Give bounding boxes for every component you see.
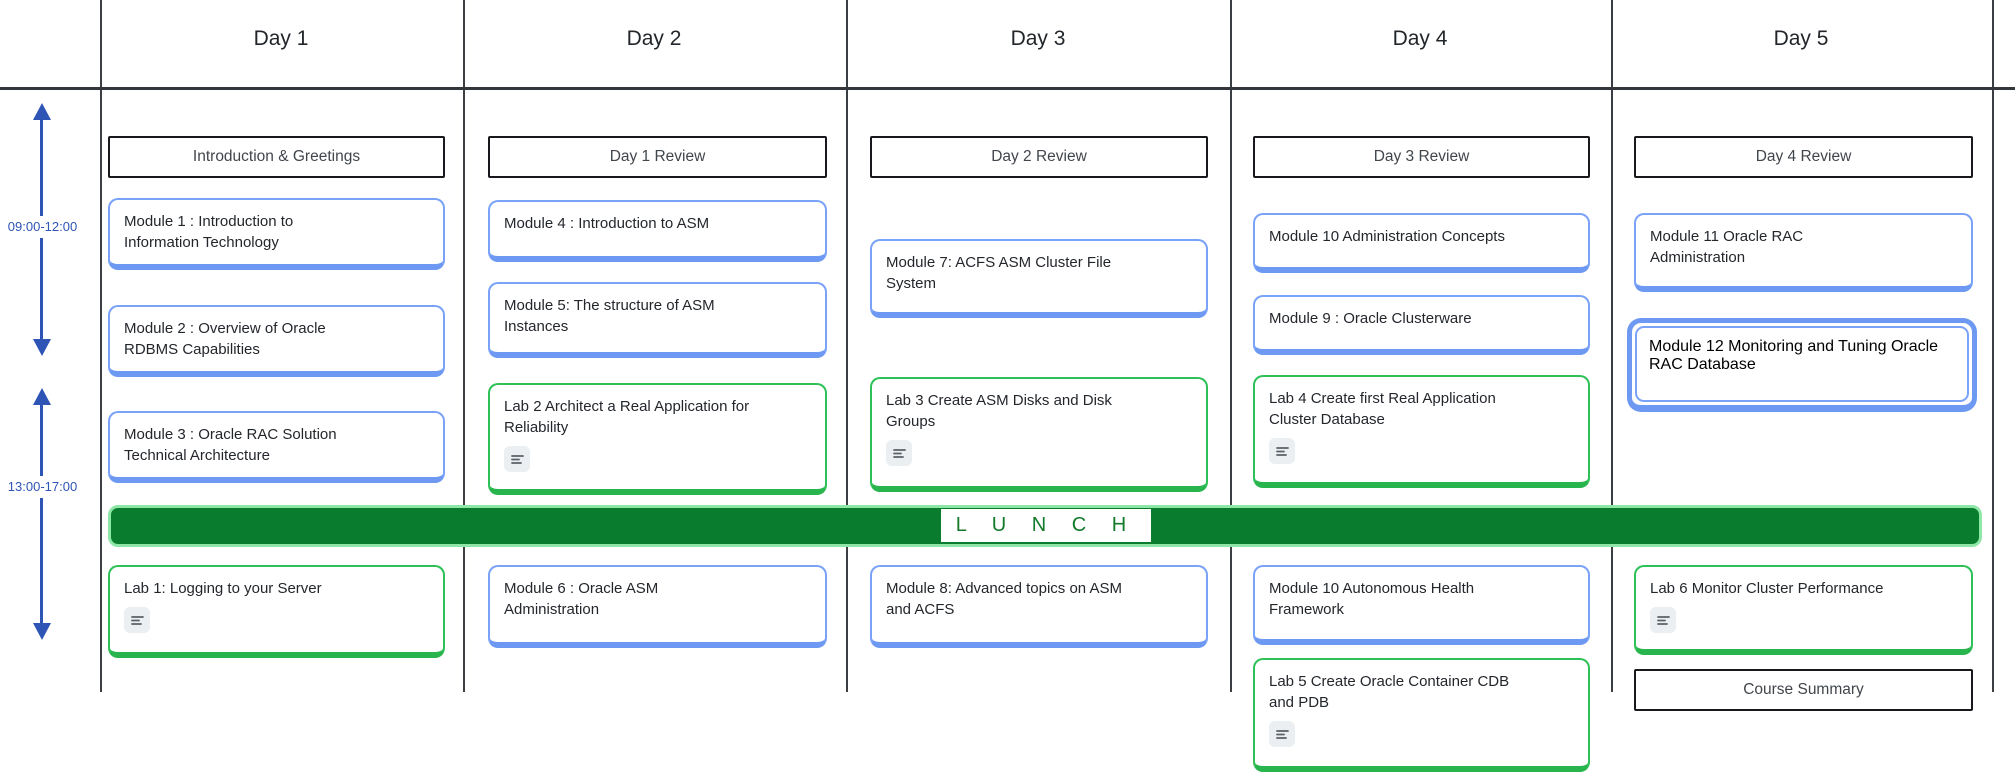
card-title: Day 1 Review [609,148,706,165]
card-title: Module 9 : Oracle Clusterware [1269,310,1472,327]
card-lab-6[interactable]: Lab 6 Monitor Cluster Performance [1634,565,1973,655]
card-title: Lab 4 Create first Real Application Clus… [1269,390,1496,428]
card-title: Course Summary [1743,681,1864,698]
card-module-9[interactable]: Module 9 : Oracle Clusterware [1253,295,1590,355]
card-module-12-selected[interactable]: Module 12 Monitoring and Tuning Oracle R… [1627,318,1977,412]
card-title: Module 8: Advanced topics on ASM and ACF… [886,580,1122,618]
card-day-4-review[interactable]: Day 4 Review [1634,136,1973,178]
card-title: Lab 5 Create Oracle Container CDB and PD… [1269,673,1510,711]
card-module-10-admin[interactable]: Module 10 Administration Concepts [1253,213,1590,273]
day-header-4: Day 4 [1392,27,1448,50]
card-title: Introduction & Greetings [192,148,361,165]
column-separator [846,0,848,692]
arrow-up-icon [33,103,51,120]
card-title: Lab 3 Create ASM Disks and Disk Groups [886,392,1112,430]
notes-icon [1269,721,1295,747]
card-lab-5[interactable]: Lab 5 Create Oracle Container CDB and PD… [1253,658,1590,772]
card-module-6[interactable]: Module 6 : Oracle ASM Administration [488,565,827,648]
card-title: Module 7: ACFS ASM Cluster File System [886,254,1112,292]
card-day-2-review[interactable]: Day 2 Review [870,136,1208,178]
card-day-1-review[interactable]: Day 1 Review [488,136,827,178]
column-separator [1611,0,1613,692]
notes-icon [1650,607,1676,633]
card-title: Module 3 : Oracle RAC Solution Technical… [124,426,337,464]
card-module-11[interactable]: Module 11 Oracle RAC Administration [1634,213,1973,292]
notes-icon [1269,438,1295,464]
day-header-3: Day 3 [1010,27,1066,50]
card-title: Day 4 Review [1755,148,1852,165]
time-label-morning: 09:00-12:00 [0,216,85,238]
notes-icon [886,440,912,466]
card-title: Lab 1: Logging to your Server [124,580,322,597]
day-header-5: Day 5 [1773,27,1829,50]
card-day-3-review[interactable]: Day 3 Review [1253,136,1590,178]
card-course-summary[interactable]: Course Summary [1634,669,1973,711]
card-lab-3[interactable]: Lab 3 Create ASM Disks and Disk Groups [870,377,1208,492]
card-title: Module 10 Autonomous Health Framework [1269,580,1475,618]
column-separator [463,0,465,692]
card-title: Module 2 : Overview of Oracle RDBMS Capa… [124,320,326,358]
card-title: Module 12 Monitoring and Tuning Oracle R… [1649,338,1939,373]
arrow-up-icon [33,388,51,405]
time-label-afternoon: 13:00-17:00 [0,476,85,498]
card-title: Day 3 Review [1373,148,1470,165]
card-module-7[interactable]: Module 7: ACFS ASM Cluster File System [870,239,1208,318]
card-lab-4[interactable]: Lab 4 Create first Real Application Clus… [1253,375,1590,488]
selection-ring: Module 12 Monitoring and Tuning Oracle R… [1635,326,1969,402]
timeline-arrow-afternoon [40,402,43,624]
card-introduction-greetings[interactable]: Introduction & Greetings [108,136,445,178]
card-title: Lab 2 Architect a Real Application for R… [504,398,750,436]
card-lab-1[interactable]: Lab 1: Logging to your Server [108,565,445,658]
day-header-2: Day 2 [626,27,682,50]
card-lab-2[interactable]: Lab 2 Architect a Real Application for R… [488,383,827,495]
header-divider [0,87,2015,90]
card-module-3[interactable]: Module 3 : Oracle RAC Solution Technical… [108,411,445,483]
card-title: Module 10 Administration Concepts [1269,228,1505,245]
column-separator [100,0,102,692]
card-title: Module 6 : Oracle ASM Administration [504,580,659,618]
card-title: Module 5: The structure of ASM Instances [504,297,715,335]
card-module-5[interactable]: Module 5: The structure of ASM Instances [488,282,827,358]
day-header-1: Day 1 [253,27,309,50]
card-title: Module 1 : Introduction to Information T… [124,213,294,251]
card-module-1[interactable]: Module 1 : Introduction to Information T… [108,198,445,270]
arrow-down-icon [33,623,51,640]
column-separator [1230,0,1232,692]
card-title: Day 2 Review [991,148,1087,165]
arrow-down-icon [33,339,51,356]
card-title: Module 11 Oracle RAC Administration [1650,228,1804,266]
card-title: Module 4 : Introduction to ASM [504,215,710,232]
lunch-label: L U N C H [941,509,1151,542]
column-separator [1992,0,1994,692]
card-title: Lab 6 Monitor Cluster Performance [1650,580,1884,597]
card-module-2[interactable]: Module 2 : Overview of Oracle RDBMS Capa… [108,305,445,377]
card-module-8[interactable]: Module 8: Advanced topics on ASM and ACF… [870,565,1208,648]
notes-icon [124,607,150,633]
card-module-4[interactable]: Module 4 : Introduction to ASM [488,200,827,262]
card-module-10-ahf[interactable]: Module 10 Autonomous Health Framework [1253,565,1590,645]
notes-icon [504,446,530,472]
